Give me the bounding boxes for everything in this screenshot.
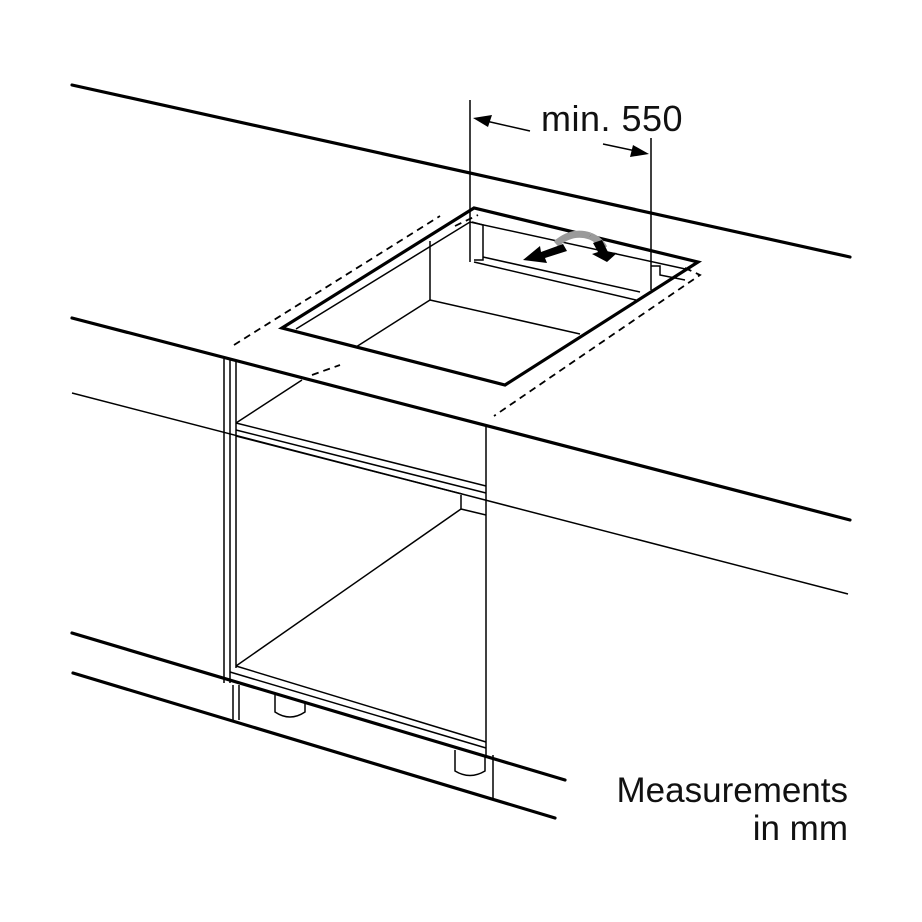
appliance-outline-dash-front bbox=[311, 364, 341, 376]
cabinet-bottom-rail-top bbox=[235, 665, 487, 743]
cabinet-rail-bottom bbox=[235, 435, 463, 495]
vent-strip-left-end bbox=[471, 221, 484, 261]
cutout-floor-left bbox=[355, 299, 431, 348]
appliance-outline-dash-top bbox=[454, 214, 479, 227]
vent-strip-front bbox=[473, 261, 637, 301]
measurements-note-line1: Measurements bbox=[616, 771, 848, 810]
measurements-note-line2: in mm bbox=[752, 809, 848, 848]
airflow-arrows-icon bbox=[523, 230, 617, 263]
dimension-label-min-550: min. 550 bbox=[541, 98, 684, 139]
measurements-note: Measurements in mm bbox=[617, 772, 848, 848]
cabinet-bottom-rail-mid bbox=[229, 671, 487, 749]
cutout-inner-rim bbox=[295, 221, 691, 330]
vent-strip-right-end bbox=[651, 265, 686, 281]
cabinet-floor-diagonal bbox=[235, 508, 462, 667]
dimension-arrow-right-icon bbox=[630, 145, 649, 157]
cabinet-rail-mid bbox=[235, 429, 487, 494]
dimension-line-left bbox=[485, 120, 531, 132]
cabinet-foot-right-icon bbox=[454, 750, 486, 777]
cabinet-foot-left-icon bbox=[274, 695, 306, 718]
vent-strip-inner bbox=[482, 256, 641, 293]
dimension-line-right bbox=[602, 143, 637, 152]
cabinet-rail-back-corner bbox=[460, 495, 487, 516]
worktop-back-edge bbox=[70, 83, 852, 259]
cabinet-rail-top bbox=[235, 422, 487, 487]
appliance-outline-dash-right bbox=[493, 267, 702, 417]
cutout-outline bbox=[277, 206, 703, 387]
dimension-arrow-left-icon bbox=[473, 115, 492, 127]
plinth-top-edge bbox=[70, 631, 567, 782]
cutout-floor-back bbox=[429, 299, 581, 335]
plinth-bottom-edge bbox=[71, 671, 557, 820]
appliance-outline-dash-left bbox=[233, 215, 441, 346]
worktop-front-edge bbox=[70, 316, 852, 522]
cabinet-top-left-diagonal bbox=[235, 379, 303, 424]
